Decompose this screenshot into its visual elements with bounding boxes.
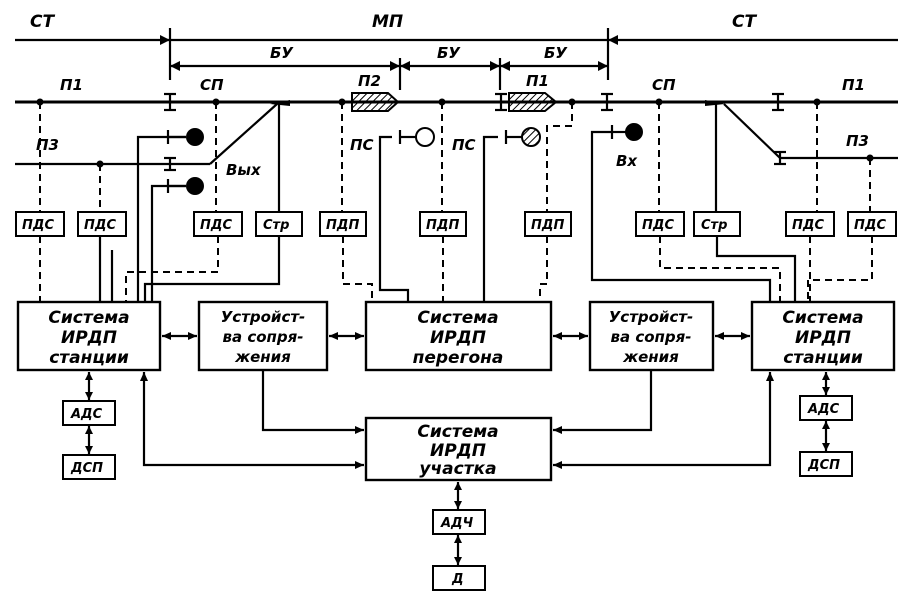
svg-text:перегона: перегона bbox=[413, 348, 504, 368]
switch-left bbox=[209, 103, 278, 165]
switch-right bbox=[723, 103, 781, 159]
ps-label-2: ПС bbox=[452, 136, 476, 154]
st-right-label: СТ bbox=[732, 12, 757, 32]
svg-text:ИРДП: ИРДП bbox=[795, 328, 851, 348]
svg-text:станции: станции bbox=[49, 348, 129, 368]
box-ads-left: АДС bbox=[62, 400, 116, 426]
svg-text:ДСП: ДСП bbox=[70, 461, 103, 476]
wiring-right-station bbox=[590, 130, 873, 302]
svg-text:ДСП: ДСП bbox=[807, 458, 840, 473]
block-station-left: Система ИРДП станции bbox=[16, 300, 162, 372]
svg-text:Стр: Стр bbox=[263, 218, 289, 233]
switch-point-left bbox=[270, 100, 290, 106]
block-section-dimensions bbox=[170, 58, 608, 90]
sensor-pds-4: ПДС bbox=[635, 211, 685, 237]
svg-text:АДС: АДС bbox=[807, 402, 840, 417]
box-ads-right: АДС bbox=[799, 395, 853, 421]
sensor-pds-3: ПДС bbox=[193, 211, 243, 237]
exit-label: Вых bbox=[226, 161, 262, 179]
box-adch: АДЧ bbox=[432, 509, 486, 535]
sensor-pdp-2: ПДП bbox=[419, 211, 467, 237]
svg-text:ПДС: ПДС bbox=[22, 218, 54, 233]
wiring-left-station bbox=[39, 135, 281, 302]
svg-text:Система: Система bbox=[417, 422, 498, 442]
svg-text:участка: участка bbox=[419, 459, 496, 479]
st-left-label: СТ bbox=[30, 12, 55, 32]
svg-text:ва сопря-: ва сопря- bbox=[611, 328, 692, 346]
svg-text:Д: Д bbox=[451, 572, 464, 587]
box-d: Д bbox=[432, 565, 486, 591]
svg-text:ИРДП: ИРДП bbox=[430, 328, 486, 348]
svg-text:Устройст-: Устройст- bbox=[609, 308, 694, 326]
block-station-right: Система ИРДП станции bbox=[750, 300, 896, 372]
block-haul: Система ИРДП перегона bbox=[364, 300, 553, 372]
train-p2 bbox=[351, 92, 400, 112]
sensor-pds-2: ПДС bbox=[77, 211, 127, 237]
zone-axis bbox=[15, 28, 898, 80]
box-dsp-right: ДСП bbox=[799, 451, 853, 477]
switch-point-right bbox=[705, 100, 725, 106]
sensor-taps bbox=[36, 98, 874, 212]
svg-text:Устройст-: Устройст- bbox=[221, 308, 306, 326]
svg-text:ПДП: ПДП bbox=[326, 218, 359, 233]
ps-label-1: ПС bbox=[350, 136, 374, 154]
svg-text:ПДС: ПДС bbox=[792, 218, 824, 233]
svg-text:АДЧ: АДЧ bbox=[440, 516, 474, 531]
p3-left-label: П3 bbox=[36, 136, 59, 154]
sp-right-label: СП bbox=[652, 76, 676, 94]
p1-mid-label: П1 bbox=[526, 72, 549, 90]
svg-text:Система: Система bbox=[48, 308, 129, 328]
link-ads-right bbox=[822, 372, 830, 451]
sensor-str-right: Стр bbox=[693, 211, 741, 237]
sensor-pds-6: ПДС bbox=[847, 211, 897, 237]
svg-text:ИРДП: ИРДП bbox=[430, 441, 486, 461]
svg-text:ПДС: ПДС bbox=[854, 218, 886, 233]
train-p1 bbox=[508, 92, 558, 112]
bu-label-1: БУ bbox=[270, 44, 294, 62]
sensor-pdp-3: ПДП bbox=[524, 211, 572, 237]
block-signal-open bbox=[398, 127, 435, 147]
link-adch bbox=[454, 482, 462, 565]
svg-text:жения: жения bbox=[622, 348, 679, 366]
svg-text:ПДС: ПДС bbox=[84, 218, 116, 233]
svg-text:ПДП: ПДП bbox=[426, 218, 459, 233]
p2-label: П2 bbox=[358, 72, 381, 90]
bu-label-3: БУ bbox=[544, 44, 568, 62]
svg-text:ПДП: ПДП bbox=[531, 218, 564, 233]
links-row bbox=[162, 332, 750, 340]
bu-label-2: БУ bbox=[437, 44, 461, 62]
svg-text:ИРДП: ИРДП bbox=[61, 328, 117, 348]
block-interface-left: Устройст- ва сопря- жения bbox=[197, 300, 329, 372]
insulating-joints bbox=[164, 92, 784, 112]
svg-text:Стр: Стр bbox=[701, 218, 727, 233]
svg-text:жения: жения bbox=[234, 348, 291, 366]
svg-text:станции: станции bbox=[783, 348, 863, 368]
sensor-str-left: Стр bbox=[255, 211, 303, 237]
svg-text:Система: Система bbox=[782, 308, 863, 328]
svg-text:ва сопря-: ва сопря- bbox=[223, 328, 304, 346]
svg-text:ПДС: ПДС bbox=[200, 218, 232, 233]
p1-right-label: П1 bbox=[842, 76, 865, 94]
block-signal-hatched bbox=[504, 127, 541, 147]
sensor-pdp-1: ПДП bbox=[319, 211, 367, 237]
svg-text:АДС: АДС bbox=[70, 407, 103, 422]
svg-text:ПДС: ПДС bbox=[642, 218, 674, 233]
mp-label: МП bbox=[372, 12, 403, 32]
sp-left-label: СП bbox=[200, 76, 224, 94]
block-interface-right: Устройст- ва сопря- жения bbox=[588, 300, 715, 372]
sensor-pds-5: ПДС bbox=[785, 211, 835, 237]
p1-left-label: П1 bbox=[60, 76, 83, 94]
links-to-section bbox=[140, 370, 774, 469]
p3-right-label: П3 bbox=[846, 132, 869, 150]
box-dsp-left: ДСП bbox=[62, 454, 116, 480]
link-ads-left bbox=[85, 372, 93, 454]
entry-signal bbox=[610, 123, 643, 141]
svg-text:Система: Система bbox=[417, 308, 498, 328]
entry-label: Вх bbox=[616, 152, 638, 170]
sensor-pds-1: ПДС bbox=[15, 211, 65, 237]
block-section: Система ИРДП участка bbox=[364, 416, 553, 482]
wiring-haul bbox=[342, 135, 548, 302]
